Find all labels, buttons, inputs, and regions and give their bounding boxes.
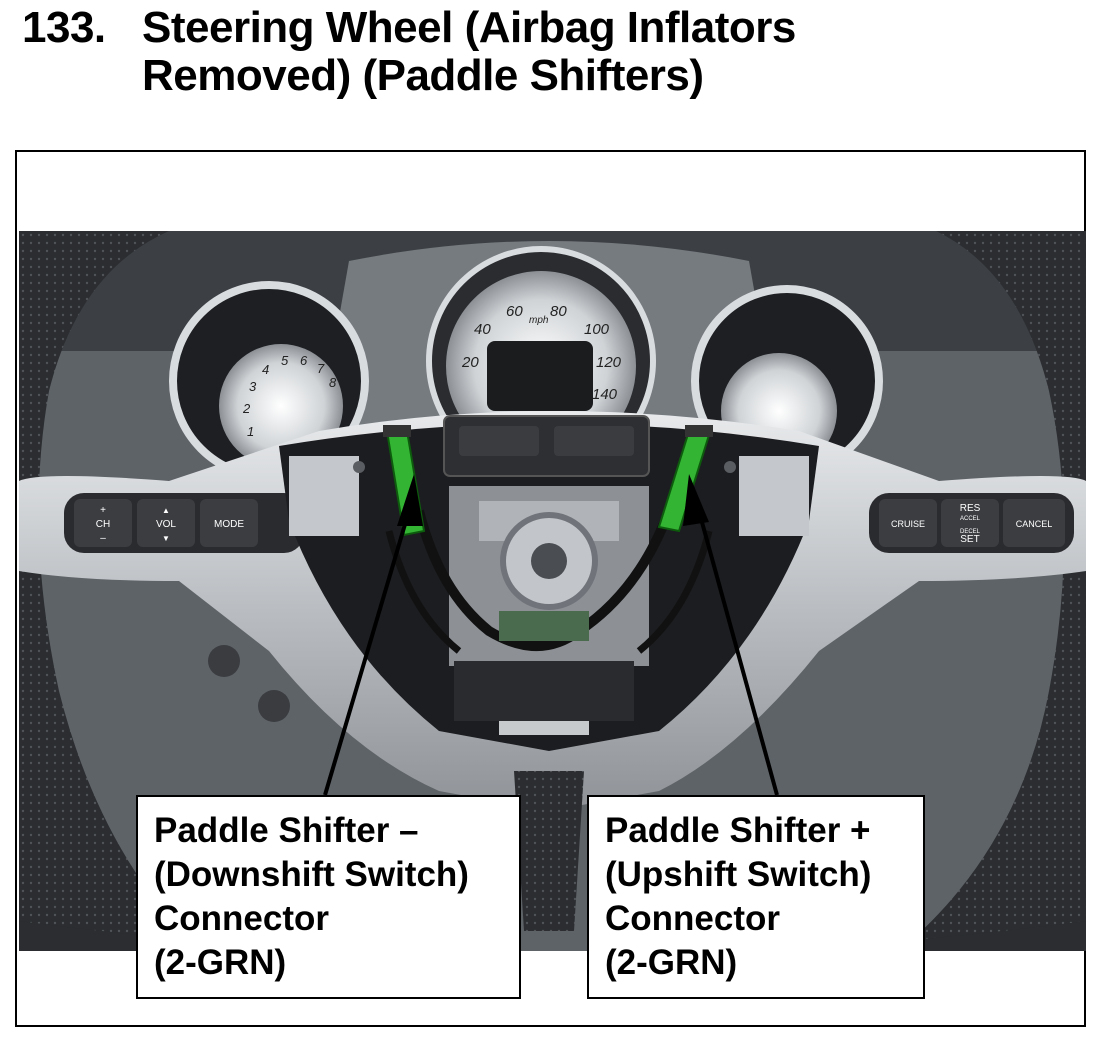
speed-tick-20: 20 [461,354,479,371]
ch-plus-label: + [100,505,106,516]
figure-frame: 20 40 60 mph 80 100 120 140 1 2 3 4 5 6 … [15,150,1086,1027]
tach-tick-3: 3 [249,379,257,394]
tach-tick-1: 1 [247,424,254,439]
speed-unit: mph [529,315,549,326]
speed-tick-60: 60 [506,303,523,320]
figure-title: 133. Steering Wheel (Airbag Inflators Rem… [22,4,796,100]
tach-tick-4: 4 [262,362,269,377]
downshift-callout-line4: (2-GRN) [154,943,287,982]
tach-tick-7: 7 [317,361,325,376]
upshift-callout-line2: (Upshift Switch) [605,855,872,894]
speed-tick-120: 120 [596,354,622,371]
decel-label: DECEL [960,529,981,535]
cruise-label: CRUISE [891,519,925,529]
upshift-callout: Paddle Shifter + (Upshift Switch) Connec… [587,795,925,999]
vol-down-label: ▼ [162,534,170,543]
figure-title-line1: Steering Wheel (Airbag Inflators [142,3,796,52]
mode-label: MODE [214,519,244,530]
upshift-callout-line3: Connector [605,899,780,938]
wheel-rim [19,231,199,951]
steering-wheel-photo: 20 40 60 mph 80 100 120 140 1 2 3 4 5 6 … [19,231,1086,951]
speed-tick-140: 140 [592,386,618,403]
set-label: SET [960,534,979,545]
res-label: RES [960,503,981,514]
speed-tick-80: 80 [550,303,567,320]
ch-minus-label: – [100,533,106,544]
cancel-button [1003,499,1065,547]
downshift-callout: Paddle Shifter – (Downshift Switch) Conn… [136,795,521,999]
downshift-callout-line2: (Downshift Switch) [154,855,469,894]
vol-label: VOL [156,519,176,530]
mode-button [200,499,258,547]
vol-up-label: ▲ [162,506,170,515]
downshift-callout-line1: Paddle Shifter – [154,811,419,850]
photo-illustration: 20 40 60 mph 80 100 120 140 1 2 3 4 5 6 … [19,231,1086,951]
tach-tick-8: 8 [329,375,337,390]
cancel-label: CANCEL [1016,519,1053,529]
figure-number: 133. [22,3,106,52]
downshift-callout-line3: Connector [154,899,329,938]
ch-label: CH [96,519,110,530]
accel-label: ACCEL [960,516,981,522]
ch-button [74,499,132,547]
speed-tick-100: 100 [584,321,610,338]
tach-tick-5: 5 [281,353,289,368]
speed-tick-40: 40 [474,321,491,338]
figure-title-line2: Removed) (Paddle Shifters) [142,51,704,100]
res-set-button [941,499,999,547]
upshift-callout-line4: (2-GRN) [605,943,738,982]
tach-tick-2: 2 [242,401,251,416]
vol-button [137,499,195,547]
tach-tick-6: 6 [300,353,308,368]
cruise-button [879,499,937,547]
upshift-callout-line1: Paddle Shifter + [605,811,871,850]
